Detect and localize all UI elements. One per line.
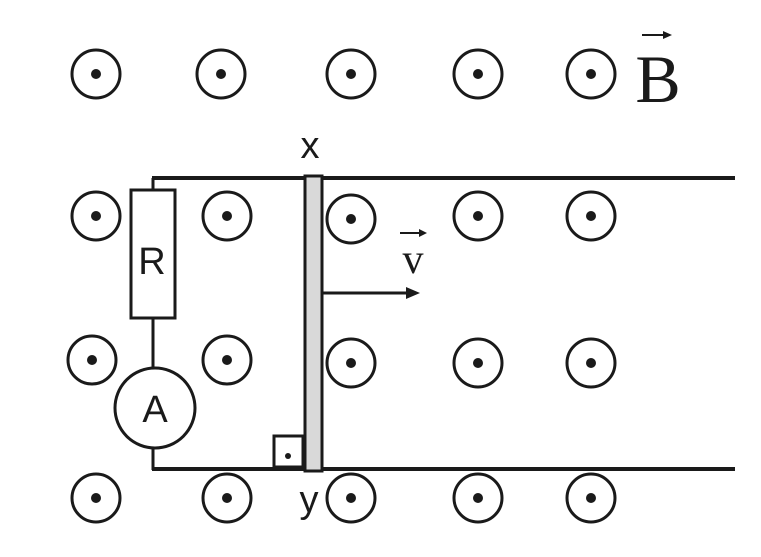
field-out-of-page-icon	[66, 334, 118, 386]
right-angle-icon	[272, 434, 305, 469]
field-out-of-page-icon	[70, 190, 122, 242]
field-out-of-page-icon	[325, 472, 377, 524]
field-out-of-page-icon	[452, 472, 504, 524]
resistor-label: R	[138, 241, 165, 283]
field-out-of-page-icon	[452, 190, 504, 242]
field-vector-arrow-icon	[642, 31, 672, 39]
field-out-of-page-icon	[201, 472, 253, 524]
field-out-of-page-icon	[201, 190, 253, 242]
field-out-of-page-icon	[565, 190, 617, 242]
ammeter-label: A	[142, 389, 168, 431]
sliding-rod	[303, 174, 324, 473]
ammeter	[113, 366, 197, 450]
field-out-of-page-icon	[325, 337, 377, 389]
velocity-vector	[322, 287, 420, 299]
field-out-of-page-icon	[565, 337, 617, 389]
field-out-of-page-icon	[325, 193, 377, 245]
field-out-of-page-icon	[565, 472, 617, 524]
field-label: B	[635, 41, 680, 117]
field-out-of-page-icon	[452, 48, 504, 100]
rails	[152, 176, 735, 471]
rod-top-label: x	[301, 125, 320, 167]
velocity-label: v	[403, 237, 424, 283]
field-out-of-page-icon	[70, 48, 122, 100]
resistor	[129, 188, 177, 320]
velocity-vector-arrow-icon	[400, 229, 427, 237]
magnetic-field-markers	[66, 48, 617, 524]
rod-bottom-label: y	[300, 479, 319, 521]
circuit-branch	[113, 178, 197, 470]
field-out-of-page-icon	[452, 337, 504, 389]
field-out-of-page-icon	[195, 48, 247, 100]
field-out-of-page-icon	[565, 48, 617, 100]
field-out-of-page-icon	[70, 472, 122, 524]
field-out-of-page-icon	[201, 334, 253, 386]
field-out-of-page-icon	[325, 48, 377, 100]
